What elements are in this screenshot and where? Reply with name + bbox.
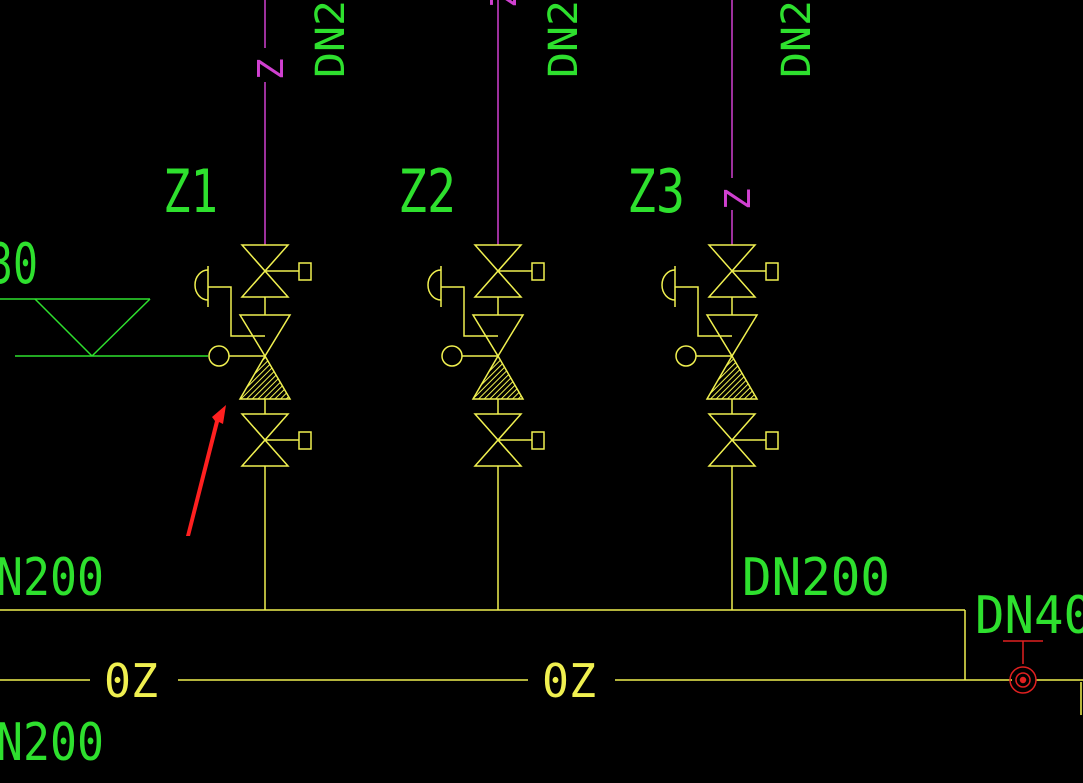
alarm-check-valve[interactable]	[705, 297, 759, 400]
pipe-tag-z-col1: Z	[251, 58, 292, 80]
valve-assembly-z2[interactable]	[427, 244, 545, 610]
oz-label-1: 0Z	[104, 654, 158, 708]
main-header-pipe[interactable]	[0, 609, 966, 680]
pressure-gauge[interactable]	[194, 266, 265, 367]
zone-label-z3: Z3	[627, 157, 685, 227]
pressure-gauge[interactable]	[661, 266, 732, 367]
alarm-valve-symbol[interactable]	[1003, 640, 1043, 694]
left-partial-label: 30	[0, 232, 38, 297]
annotation-arrow	[186, 405, 226, 536]
lower-gate-valve[interactable]	[707, 399, 779, 467]
valve-assembly-z3[interactable]	[661, 244, 779, 610]
dn200-label-left-top: N200	[0, 548, 104, 608]
dn200-label-left-bottom: N200	[0, 713, 104, 773]
zone-label-z2: Z2	[398, 157, 456, 227]
lower-gate-valve[interactable]	[240, 399, 312, 467]
upper-gate-valve[interactable]	[240, 244, 312, 298]
level-marker	[0, 298, 208, 357]
lower-gate-valve[interactable]	[473, 399, 545, 467]
upper-gate-valve[interactable]	[473, 244, 545, 298]
alarm-check-valve[interactable]	[238, 297, 292, 400]
oz-label-2: 0Z	[542, 654, 596, 708]
alarm-check-valve[interactable]	[471, 297, 525, 400]
dn-label-col1: DN2	[308, 0, 354, 78]
pipe-tag-z-col2: Z	[484, 0, 525, 8]
pressure-gauge[interactable]	[427, 266, 498, 367]
dn-label-col3: DN2	[774, 0, 820, 78]
dn200-label-right: DN200	[742, 548, 890, 608]
valve-assembly-z1[interactable]	[194, 244, 312, 610]
pipe-tag-z-col3: Z	[718, 188, 759, 210]
dn40-label: DN40	[975, 586, 1083, 646]
zone-label-z1: Z1	[163, 157, 218, 227]
return-pipe[interactable]	[0, 679, 1083, 715]
upper-gate-valve[interactable]	[707, 244, 779, 298]
dn-label-col2: DN2	[541, 0, 587, 78]
